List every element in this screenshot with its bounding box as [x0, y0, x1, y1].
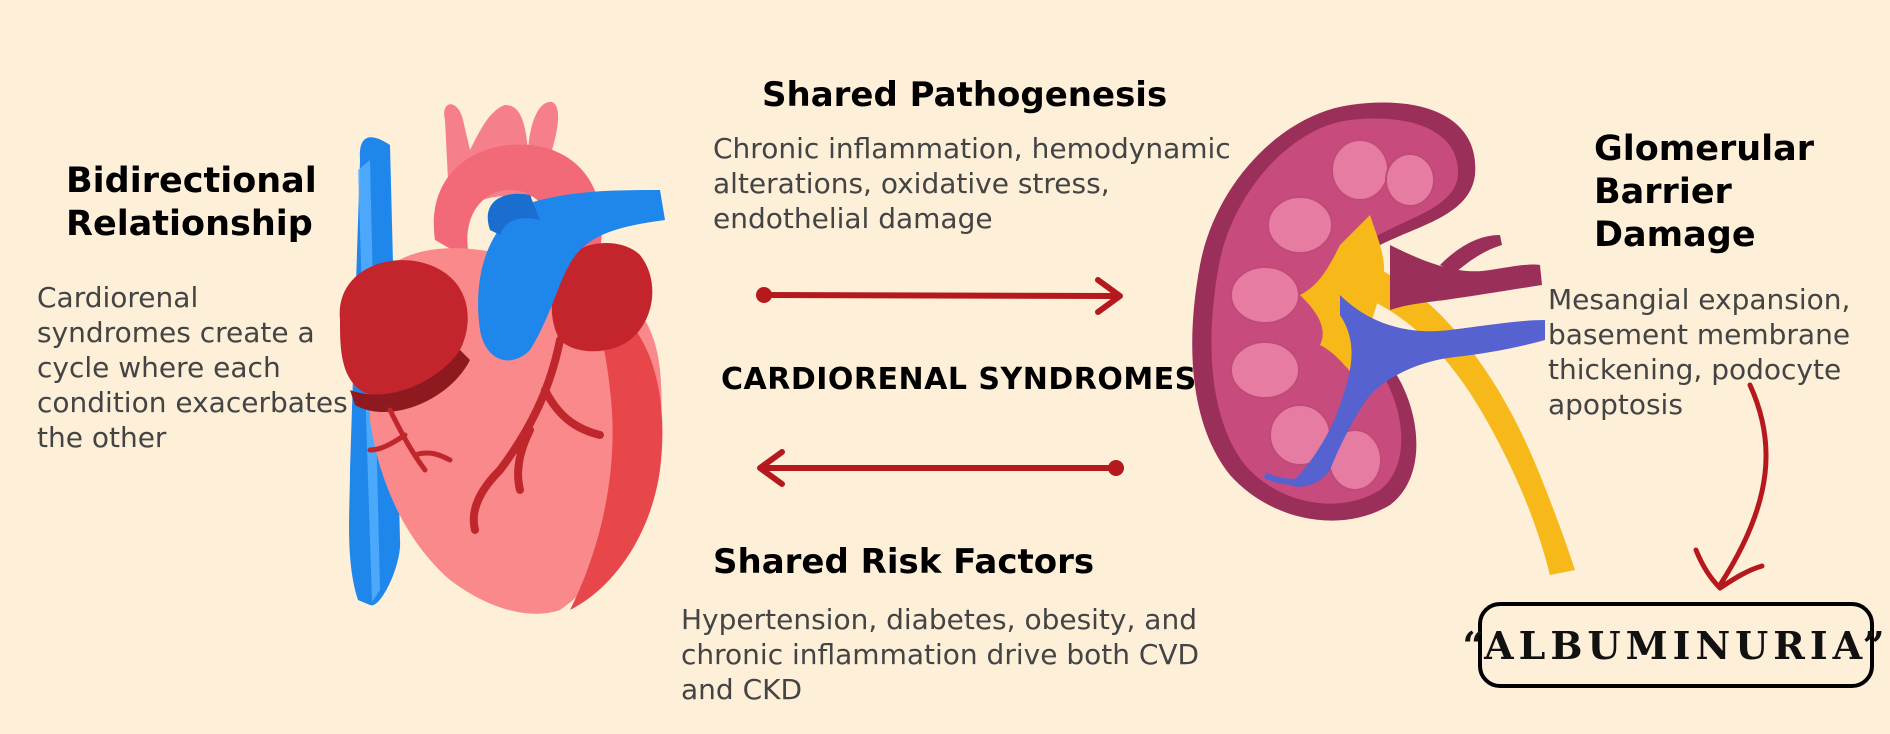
glomerular-title-line: Damage — [1594, 215, 1756, 255]
arrow-left-icon — [757, 449, 1124, 487]
left-desc-line: cycle where each — [37, 351, 281, 384]
cardiorenal-syndromes-title: CARDIORENAL SYNDROMES — [721, 362, 1197, 397]
left-heading-line2: Relationship — [66, 204, 313, 244]
shared-risk-factors-description: Hypertension, diabetes, obesity, and chr… — [681, 602, 1241, 707]
left-desc-line: Cardiorenal — [37, 281, 199, 314]
renal-artery-shape — [1390, 245, 1542, 310]
glomerular-barrier-title: Glomerular Barrier Damage — [1594, 128, 1854, 257]
renal-vein-shape — [1290, 295, 1545, 487]
left-heading-line1: Bidirectional — [66, 161, 317, 201]
left-description: Cardiorenal syndromes create a cycle whe… — [37, 280, 357, 455]
left-desc-line: condition exacerbates — [37, 386, 348, 419]
risk-desc-line: and CKD — [681, 673, 803, 706]
risk-desc-line: Hypertension, diabetes, obesity, and — [681, 603, 1197, 636]
shared-pathogenesis-description: Chronic inflammation, hemodynamic altera… — [713, 131, 1273, 236]
glomerular-desc-line: apoptosis — [1548, 388, 1683, 421]
pathogenesis-desc-line: Chronic inflammation, hemodynamic — [713, 132, 1231, 165]
shared-pathogenesis-title: Shared Pathogenesis — [762, 75, 1168, 115]
kidney-icon — [1192, 102, 1575, 575]
pathogenesis-desc-line: endothelial damage — [713, 202, 993, 235]
heart-icon — [339, 101, 665, 614]
left-atrium-shape — [339, 260, 468, 398]
ureter-shape — [1360, 265, 1575, 575]
glomerular-desc-line: thickening, podocyte — [1548, 353, 1842, 386]
left-desc-line: the other — [37, 421, 167, 454]
left-desc-line: syndromes create a — [37, 316, 315, 349]
arrow-right-icon — [756, 277, 1123, 315]
right-atrium-shape — [551, 243, 653, 352]
pathogenesis-desc-line: alterations, oxidative stress, — [713, 167, 1110, 200]
glomerular-title-line: Barrier — [1594, 172, 1732, 212]
glomerular-title-line: Glomerular — [1594, 129, 1815, 169]
glomerular-desc-line: Mesangial expansion, — [1548, 283, 1851, 316]
albuminuria-label: “ALBUMINURIA” — [1462, 622, 1890, 668]
curved-arrow-icon — [1693, 382, 1769, 591]
pyramid-shape — [1331, 139, 1389, 201]
shared-risk-factors-title: Shared Risk Factors — [713, 542, 1095, 582]
glomerular-desc-line: basement membrane — [1548, 318, 1851, 351]
left-heading: Bidirectional Relationship — [66, 160, 366, 246]
glomerular-barrier-description: Mesangial expansion, basement membrane t… — [1548, 282, 1888, 422]
albuminuria-box: “ALBUMINURIA” — [1463, 602, 1885, 688]
pulmonary-artery-shape — [478, 190, 665, 361]
risk-desc-line: chronic inflammation drive both CVD — [681, 638, 1200, 671]
